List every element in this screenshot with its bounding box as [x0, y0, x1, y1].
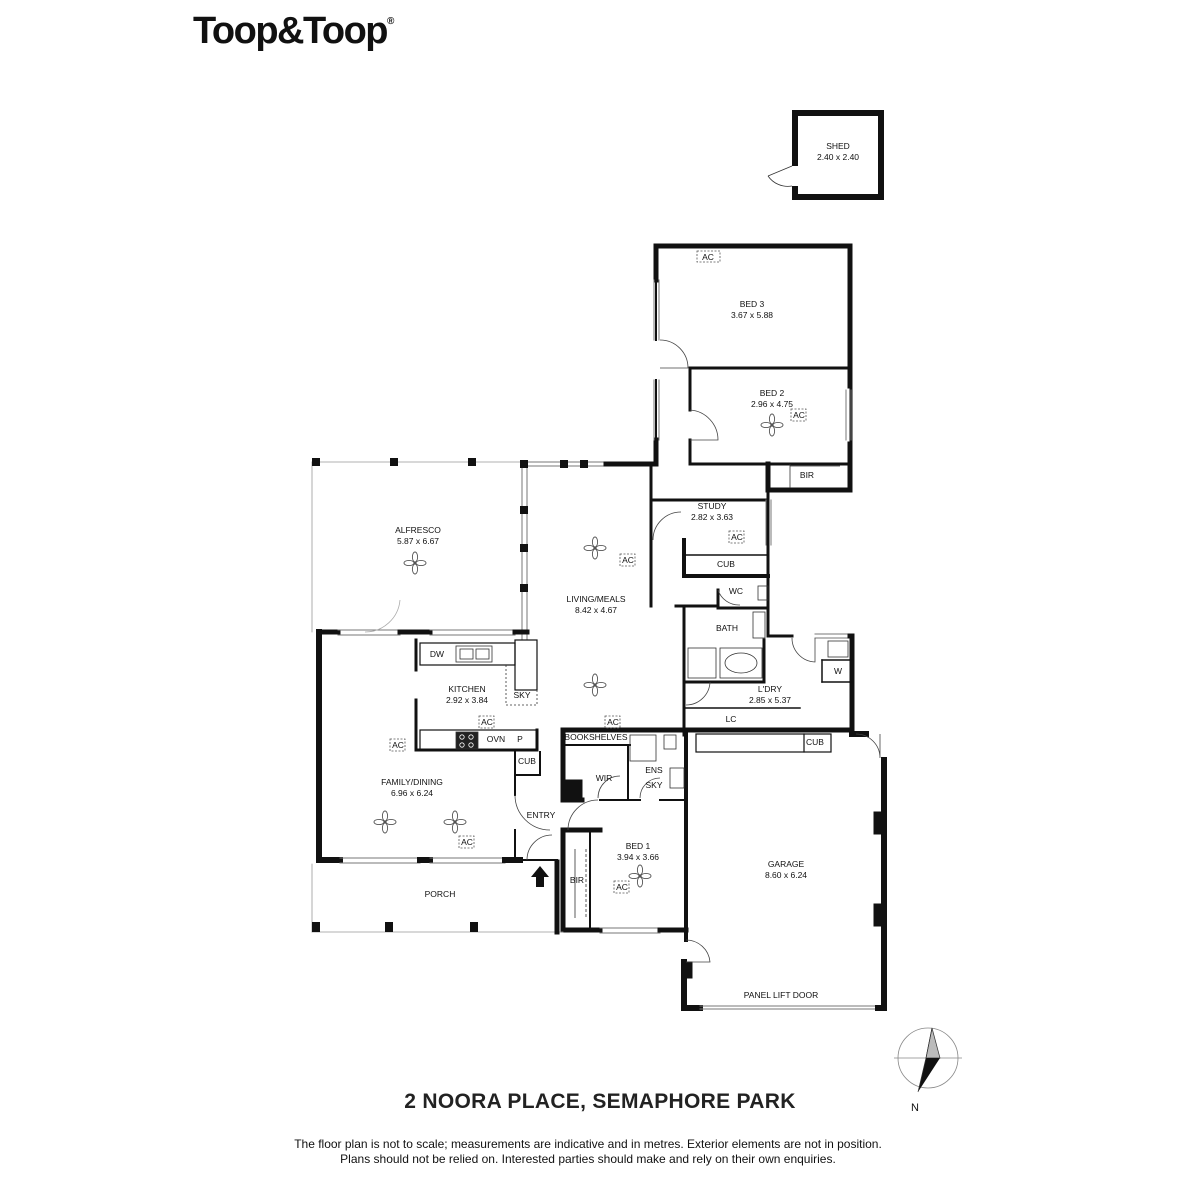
alfresco-dims: 5.87 x 6.67: [397, 536, 439, 546]
study-label: STUDY: [698, 501, 727, 511]
garage-dims: 8.60 x 6.24: [765, 870, 807, 880]
living-dims: 8.42 x 4.67: [575, 605, 617, 615]
lc-label: LC: [726, 714, 737, 724]
alfresco-label: ALFRESCO: [395, 525, 441, 535]
disclaimer-line-1: The floor plan is not to scale; measurem…: [294, 1137, 882, 1151]
ac-label: AC: [616, 882, 628, 892]
ac-label: AC: [392, 740, 404, 750]
compass-icon: N: [894, 1027, 962, 1114]
bed2-bir-label: BIR: [800, 470, 814, 480]
bookshelves-label: BOOKSHELVES: [564, 732, 627, 742]
fixtures: [455, 464, 849, 918]
panel-lift-door-label: PANEL LIFT DOOR: [744, 990, 818, 1000]
entry-arrow-icon: [531, 866, 549, 887]
ac-label: AC: [607, 717, 619, 727]
registered-mark: ®: [387, 16, 394, 27]
dw-label: DW: [430, 649, 444, 659]
brand-name: Toop&Toop: [193, 10, 389, 52]
ac-label: AC: [793, 410, 805, 420]
ac-label: AC: [461, 837, 473, 847]
kitchen-label: KITCHEN: [448, 684, 485, 694]
brand-logo: Toop&Toop®: [193, 10, 394, 53]
entry-cub-label: CUB: [518, 756, 536, 766]
sky-label: SKY: [513, 690, 530, 700]
ens-sky-label: SKY: [645, 780, 662, 790]
living-label: LIVING/MEALS: [566, 594, 625, 604]
posts: [312, 458, 588, 932]
shed-label: SHED: [826, 141, 850, 151]
ens-label: ENS: [645, 765, 663, 775]
garage-label: GARAGE: [768, 859, 805, 869]
room-labels: BED 3 3.67 x 5.88 BED 2 2.96 x 4.75 BIR …: [381, 299, 842, 1000]
study-dims: 2.82 x 3.63: [691, 512, 733, 522]
bed3-dims: 3.67 x 5.88: [731, 310, 773, 320]
laundry-dims: 2.85 x 5.37: [749, 695, 791, 705]
bed1-dims: 3.94 x 3.66: [617, 852, 659, 862]
laundry-label: L'DRY: [758, 684, 782, 694]
shed-dims: 2.40 x 2.40: [817, 152, 859, 162]
north-label: N: [911, 1102, 919, 1114]
bed1-label: BED 1: [626, 841, 651, 851]
bed2-label: BED 2: [760, 388, 785, 398]
entry-label: ENTRY: [527, 810, 556, 820]
ovn-label: OVN: [487, 734, 505, 744]
wc-label: WC: [729, 586, 743, 596]
ac-units: AC AC AC AC AC AC AC AC AC: [389, 250, 807, 894]
wir-label: WIR: [596, 773, 613, 783]
pantry-label: P: [517, 734, 523, 744]
bed1-bir-label: BIR: [570, 875, 584, 885]
bath-label: BATH: [716, 623, 738, 633]
ac-label: AC: [731, 532, 743, 542]
walls: [311, 243, 887, 1011]
washer-label: W: [834, 666, 842, 676]
ac-label: AC: [481, 717, 493, 727]
porch-label: PORCH: [425, 889, 456, 899]
disclaimer: The floor plan is not to scale; measurem…: [0, 1137, 1176, 1167]
door-swings: [364, 339, 881, 963]
ac-label: AC: [622, 555, 634, 565]
disclaimer-line-2: Plans should not be relied on. Intereste…: [340, 1152, 836, 1166]
shed: SHED 2.40 x 2.40: [767, 110, 884, 200]
ac-label: AC: [702, 252, 714, 262]
bed2-dims: 2.96 x 4.75: [751, 399, 793, 409]
bed3-label: BED 3: [740, 299, 765, 309]
family-label: FAMILY/DINING: [381, 777, 443, 787]
study-cub-label: CUB: [717, 559, 735, 569]
family-dims: 6.96 x 6.24: [391, 788, 433, 798]
property-address: 2 NOORA PLACE, SEMAPHORE PARK: [404, 1090, 796, 1113]
garage-cub-label: CUB: [806, 737, 824, 747]
kitchen-dims: 2.92 x 3.84: [446, 695, 488, 705]
